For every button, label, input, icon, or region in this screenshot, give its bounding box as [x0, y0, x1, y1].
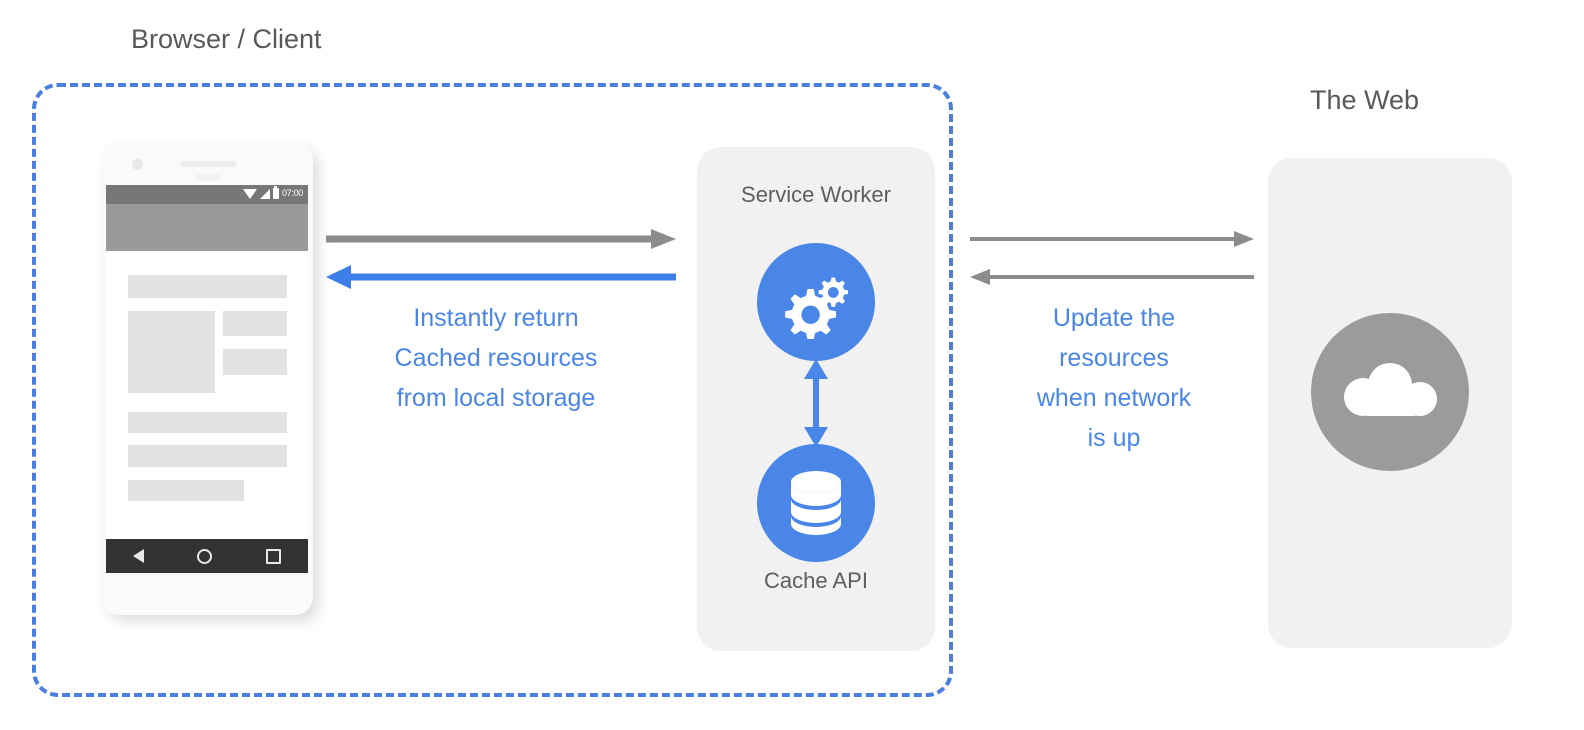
- phone-status-bar: 07:00: [106, 185, 308, 204]
- phone-mockup: 07:00: [101, 141, 313, 615]
- skeleton-block: [128, 480, 244, 501]
- service-worker-icon-circle: [757, 243, 875, 361]
- phone-app-bar: [106, 204, 308, 251]
- phone-sensor: [195, 174, 221, 181]
- recents-icon: [266, 548, 282, 564]
- skeleton-block: [223, 349, 287, 375]
- cache-api-label: Cache API: [764, 568, 868, 593]
- serviceworker-web-arrows: [970, 231, 1254, 285]
- browser-client-title: Browser / Client: [131, 24, 322, 54]
- client-boundary-box: [32, 83, 953, 697]
- cached-response-arrow-left: [326, 265, 676, 289]
- skeleton-block: [128, 275, 287, 298]
- signal-icon: [259, 188, 270, 199]
- skeleton-block: [128, 311, 215, 393]
- cache-api-icon-circle: [757, 444, 875, 562]
- vertical-double-arrow-icon: [804, 359, 828, 447]
- the-web-title: The Web: [1310, 85, 1420, 115]
- web-card: [1268, 158, 1512, 648]
- client-serviceworker-arrows: [326, 229, 676, 289]
- status-bar-time: 07:00: [281, 188, 303, 198]
- phone-speaker-grille: [180, 161, 237, 167]
- wifi-icon: [242, 188, 257, 199]
- service-worker-card: Service Worker: [697, 147, 935, 651]
- phone-nav-bar: [106, 539, 308, 573]
- battery-icon: [272, 186, 279, 199]
- caption-cached-response: Instantly return Cached resources from l…: [394, 304, 598, 412]
- cloud-icon: [1344, 363, 1437, 416]
- phone-screen: 07:00: [106, 185, 308, 573]
- network-arrow-right: [970, 231, 1254, 247]
- skeleton-block: [128, 445, 287, 467]
- skeleton-block: [128, 412, 287, 433]
- gears-icon: [785, 277, 848, 339]
- request-arrow-right: [326, 229, 676, 249]
- back-icon: [132, 549, 144, 563]
- service-worker-label: Service Worker: [741, 182, 891, 207]
- caption-network-update: Update the resources when network is up: [1036, 304, 1192, 452]
- phone-camera-icon: [132, 159, 143, 170]
- status-bar-icons: 07:00: [242, 186, 303, 199]
- network-arrow-left: [970, 269, 1254, 285]
- database-icon: [791, 471, 841, 535]
- home-icon: [197, 548, 213, 564]
- cloud-icon-circle: [1311, 313, 1469, 471]
- skeleton-block: [223, 311, 287, 336]
